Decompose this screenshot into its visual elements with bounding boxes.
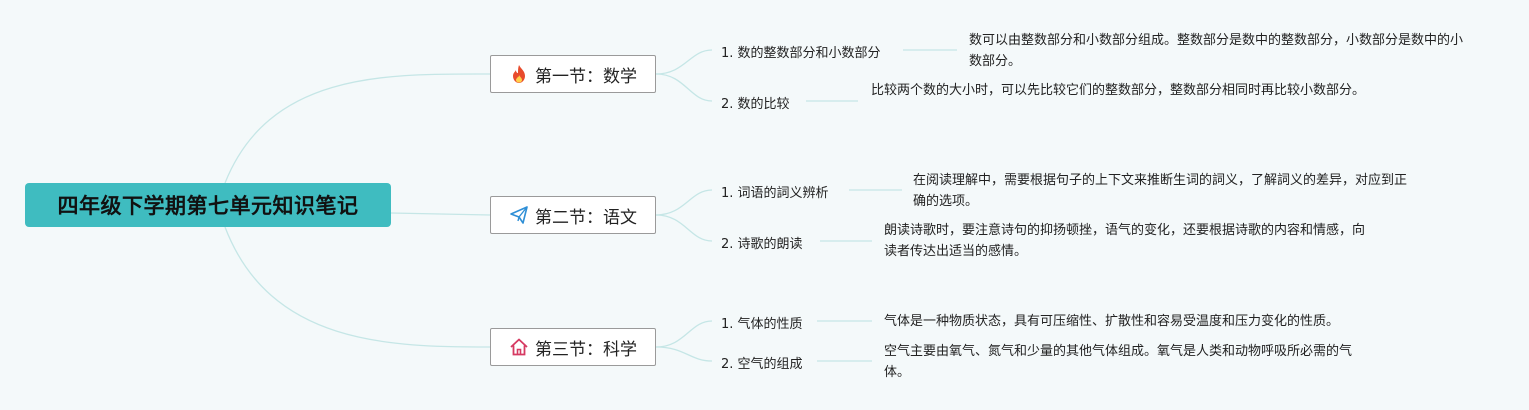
topic-label[interactable]: 2. 空气的组成 <box>721 357 803 372</box>
root-title: 四年级下学期第七单元知识笔记 <box>57 194 359 218</box>
topic-description: 比较两个数的大小时，可以先比较它们的整数部分，整数部分相同时再比较小数部分。 <box>871 83 1366 98</box>
section-label: 第一节：数学 <box>535 66 637 87</box>
topic-description: 朗读诗歌时，要注意诗句的抑扬顿挫，语气的变化，还要根据诗歌的内容和情感，向读者传… <box>884 223 1366 259</box>
fire-icon <box>509 64 529 84</box>
topic-label[interactable]: 2. 诗歌的朗读 <box>721 237 803 252</box>
section-node-chinese[interactable]: 第二节：语文 <box>490 196 656 234</box>
topic-label[interactable]: 1. 词语的詞义辨析 <box>721 186 829 201</box>
section-label: 第三节：科学 <box>535 339 637 360</box>
topic-description: 数可以由整数部分和小数部分组成。整数部分是数中的整数部分，小数部分是数中的小数部… <box>969 33 1464 69</box>
paper-plane-icon <box>509 205 529 225</box>
home-icon <box>509 337 529 357</box>
section-node-science[interactable]: 第三节：科学 <box>490 328 656 366</box>
topic-label[interactable]: 2. 数的比较 <box>721 97 790 112</box>
topic-description: 气体是一种物质状态，具有可压缩性、扩散性和容易受温度和压力变化的性质。 <box>884 314 1340 329</box>
topic-description: 在阅读理解中，需要根据句子的上下文来推断生词的詞义，了解詞义的差异，对应到正确的… <box>913 173 1408 209</box>
topic-label[interactable]: 1. 气体的性质 <box>721 317 803 332</box>
root-node[interactable]: 四年级下学期第七单元知识笔记 <box>25 183 391 227</box>
topic-description: 空气主要由氧气、氮气和少量的其他气体组成。氧气是人类和动物呼吸所必需的气体。 <box>884 344 1353 380</box>
section-label: 第二节：语文 <box>535 207 637 228</box>
section-node-math[interactable]: 第一节：数学 <box>490 55 656 93</box>
topic-label[interactable]: 1. 数的整数部分和小数部分 <box>721 46 881 61</box>
